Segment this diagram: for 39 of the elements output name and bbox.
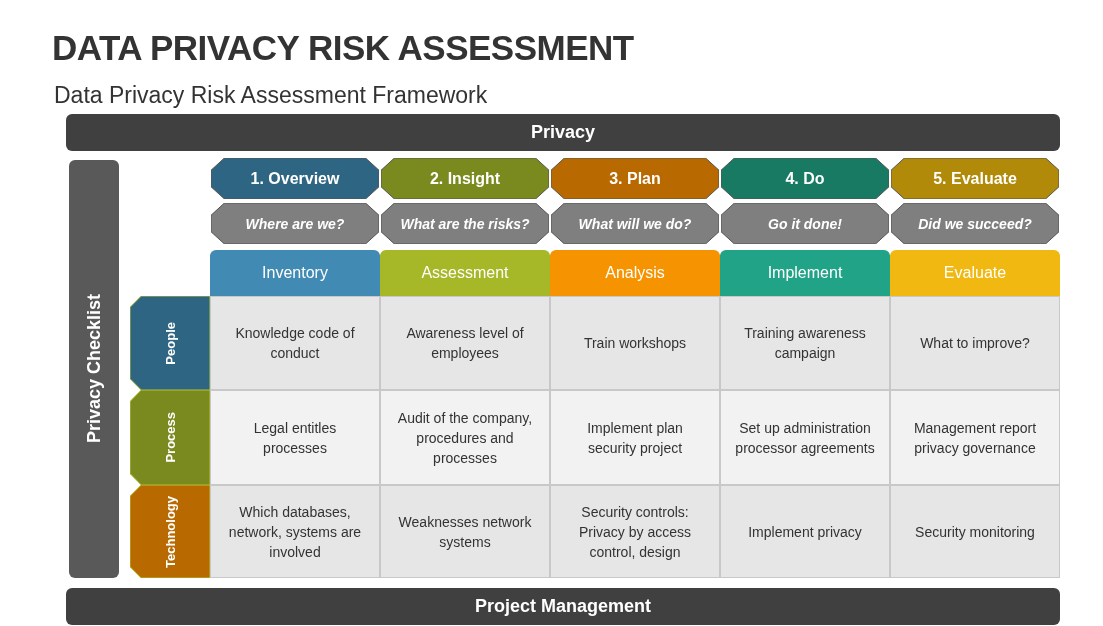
table-cell: Implement privacy — [720, 485, 890, 578]
step-label: 5. Evaluate — [933, 169, 1017, 188]
column-header: Inventory — [210, 250, 380, 296]
table-cell: Audit of the company, procedures and processes — [380, 390, 550, 485]
table-cell: Train workshops — [550, 296, 720, 390]
table-cell: Legal entitles processes — [210, 390, 380, 485]
table-cell: Which databases, network, systems are involved — [210, 485, 380, 578]
banner-bar: Privacy — [66, 114, 1060, 151]
table-cell: Knowledge code of conduct — [210, 296, 380, 390]
table-cell: Management report privacy governance — [890, 390, 1060, 485]
table-cell: Security controls: Privacy by access control, design — [550, 485, 720, 578]
table-cell: Awareness level of employees — [380, 296, 550, 390]
question-label: What will we do? — [578, 215, 692, 232]
row-label: Process — [162, 412, 178, 463]
table-cell: Training awareness campaign — [720, 296, 890, 390]
step-label: 4. Do — [785, 169, 825, 188]
table-cell: What to improve? — [890, 296, 1060, 390]
row-label: Technology — [162, 495, 178, 568]
title: DATA PRIVACY RISK ASSESSMENT — [52, 28, 634, 68]
step-label: 2. Insight — [429, 169, 501, 188]
step-label: 3. Plan — [609, 169, 661, 188]
side-banner — [69, 160, 119, 578]
row-label: People — [162, 321, 178, 365]
question-label: Go it done! — [768, 215, 842, 232]
question-label: Did we succeed? — [918, 215, 1032, 232]
table-cell: Weaknesses network systems — [380, 485, 550, 578]
question-label: What are the risks? — [400, 215, 530, 232]
table-cell: Implement plan security project — [550, 390, 720, 485]
column-header: Implement — [720, 250, 890, 296]
table-cell: Set up administration processor agreements — [720, 390, 890, 485]
banner-label: Privacy Checklist — [83, 294, 105, 444]
column-header: Analysis — [550, 250, 720, 296]
question-label: Where are we? — [245, 215, 345, 232]
step-label: 1. Overview — [250, 169, 340, 188]
table-cell: Security monitoring — [890, 485, 1060, 578]
subtitle: Data Privacy Risk Assessment Framework — [54, 82, 488, 109]
column-header: Evaluate — [890, 250, 1060, 296]
banner-bar: Project Management — [66, 588, 1060, 625]
column-header: Assessment — [380, 250, 550, 296]
